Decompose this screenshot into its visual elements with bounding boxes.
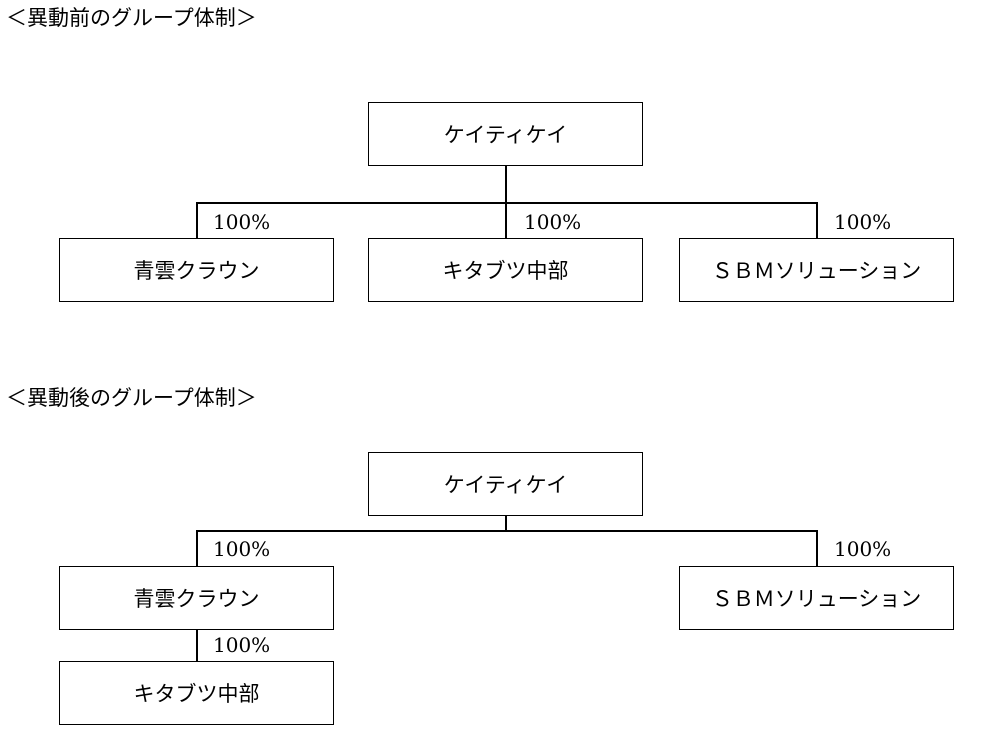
after-grandchild-line	[196, 630, 198, 662]
before-share-label-2: 100%	[524, 210, 582, 234]
after-share-label-1: 100%	[213, 537, 271, 561]
before-child-box-2: キタブツ中部	[368, 238, 643, 302]
before-child-box-1: 青雲クラウン	[59, 238, 334, 302]
after-heading: ＜異動後のグループ体制＞	[6, 386, 257, 410]
after-parent-box: ケイティケイ	[368, 452, 643, 516]
after-drop-line-2	[816, 530, 818, 567]
before-child-box-3: ＳＢＭソリューション	[679, 238, 954, 302]
after-branch-line	[196, 530, 817, 532]
before-parent-box: ケイティケイ	[368, 102, 643, 166]
before-share-label-3: 100%	[834, 210, 892, 234]
after-child-box-1: 青雲クラウン	[59, 566, 334, 630]
before-branch-line	[196, 202, 817, 204]
after-child-box-2: ＳＢＭソリューション	[679, 566, 954, 630]
before-heading: ＜異動前のグループ体制＞	[6, 6, 257, 30]
before-share-label-1: 100%	[213, 210, 271, 234]
after-grandchild-share-label: 100%	[213, 633, 271, 657]
before-trunk-line	[505, 166, 507, 203]
after-grandchild-box: キタブツ中部	[59, 661, 334, 725]
after-drop-line-1	[196, 530, 198, 567]
before-drop-line-1	[196, 202, 198, 239]
after-trunk-line	[505, 516, 507, 531]
after-share-label-2: 100%	[834, 537, 892, 561]
before-drop-line-3	[816, 202, 818, 239]
before-drop-line-2	[505, 202, 507, 239]
